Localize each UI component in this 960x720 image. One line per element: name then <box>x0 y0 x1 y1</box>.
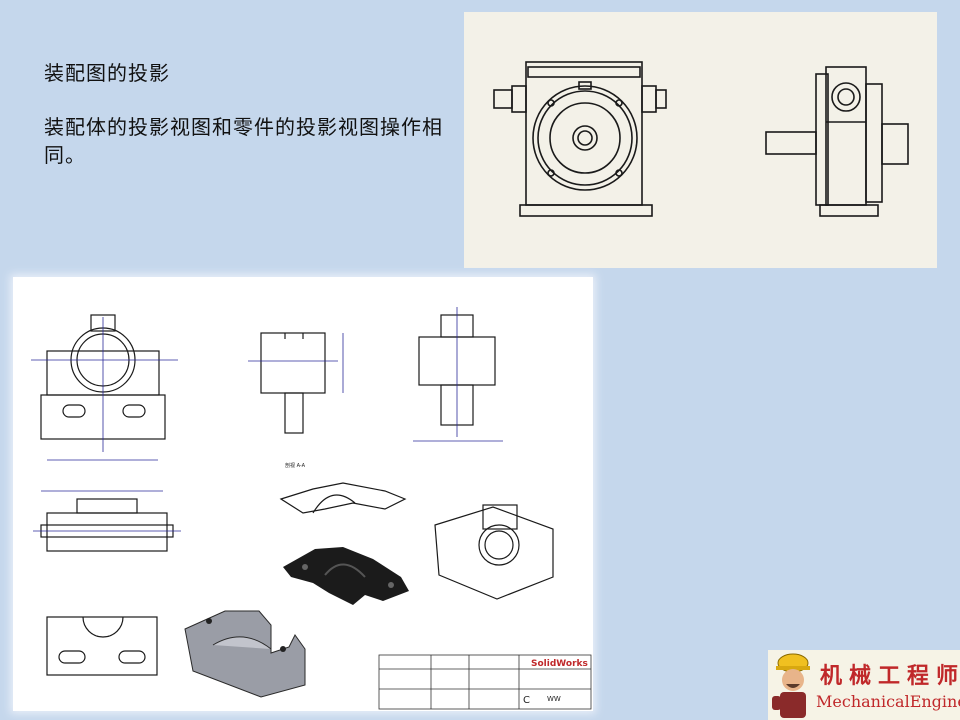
front-view <box>493 61 667 217</box>
watermark-name-cn: 机械工程师 <box>820 663 960 689</box>
section-view <box>248 332 344 434</box>
sheet-size-label: C <box>523 695 530 706</box>
base-iso-wireframe <box>434 504 554 600</box>
watermark-logo: 机械工程师 MechanicalEngineers <box>768 650 960 720</box>
side-dimension-view <box>413 307 503 442</box>
watermark-name-en: MechanicalEngineers <box>816 692 960 711</box>
slide-title: 装配图的投影 <box>44 61 170 85</box>
cap-front-view <box>33 490 181 552</box>
engineer-mascot-icon <box>772 653 810 718</box>
engineering-drawing-sheet: SolidWorks C WW 剖视 A-A <box>13 277 593 711</box>
part-code-label: WW <box>547 695 561 703</box>
title-block-brand: SolidWorks <box>531 659 588 669</box>
title-block <box>378 654 592 710</box>
cap-iso-wireframe <box>279 482 407 514</box>
part-drawings: SolidWorks C WW 剖视 A-A <box>31 307 592 710</box>
base-front-view <box>31 314 178 461</box>
section-label: 剖视 A-A <box>285 462 306 469</box>
side-view <box>765 66 909 217</box>
cap-shaded-model <box>283 547 409 605</box>
slide-body-text: 装配体的投影视图和零件的投影视图操作相同。 <box>44 115 443 167</box>
base-shaded-model <box>184 610 306 698</box>
cap-bottom-view <box>46 616 158 676</box>
assembly-projection-panel <box>464 12 937 268</box>
assembly-projection-drawing <box>493 61 909 217</box>
